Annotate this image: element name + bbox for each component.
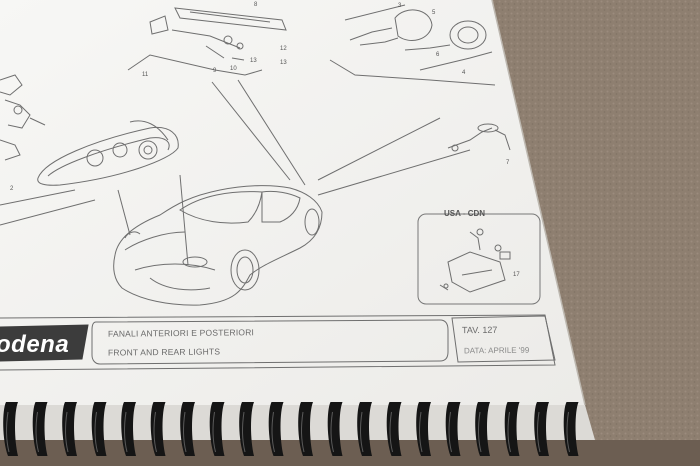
binding-highlight xyxy=(124,411,128,453)
binding-loop xyxy=(121,402,136,456)
binding-highlight xyxy=(478,411,482,453)
binding-loop xyxy=(416,402,431,456)
table-number: TAV. 127 xyxy=(461,324,498,336)
part-number: 9 xyxy=(213,68,217,74)
part-number: 13 xyxy=(280,60,287,66)
binding-loop xyxy=(357,402,372,456)
title-english: FRONT AND REAR LIGHTS xyxy=(107,346,221,358)
binding-loop xyxy=(563,402,579,456)
binding-loop xyxy=(475,402,490,456)
binding-highlight xyxy=(242,411,246,453)
binding-loop xyxy=(62,402,77,456)
part-number: 3 xyxy=(398,3,402,9)
document-date: DATA: APRILE '99 xyxy=(463,345,530,356)
part-number: 12 xyxy=(280,46,287,52)
binding-highlight xyxy=(389,411,393,453)
binding-loop xyxy=(534,402,549,456)
part-number: 13 xyxy=(250,58,257,64)
binding-loop xyxy=(150,402,166,456)
title-italian: FANALI ANTERIORI E POSTERIORI xyxy=(107,327,255,339)
binding-loop xyxy=(298,402,313,456)
logo-badge xyxy=(0,324,89,362)
binding-loop xyxy=(504,402,520,456)
binding-highlight xyxy=(94,411,98,453)
part-number: 6 xyxy=(436,52,440,58)
binding-loop xyxy=(180,402,195,456)
market-box-label: USA - CDN xyxy=(444,209,486,218)
part-number: 17 xyxy=(513,272,520,278)
title-block xyxy=(0,314,556,371)
part-number: 4 xyxy=(462,70,466,76)
binding-highlight xyxy=(271,411,275,453)
binding-loop xyxy=(209,402,225,456)
part-number: 5 xyxy=(432,10,436,16)
binding-highlight xyxy=(183,411,187,453)
binding-highlight xyxy=(330,411,334,453)
binding-loop xyxy=(3,402,19,456)
binding-loop xyxy=(32,402,48,456)
binding-highlight xyxy=(566,411,570,453)
binding-loop xyxy=(268,402,284,456)
binding-loop xyxy=(239,402,254,456)
binding-highlight xyxy=(507,411,511,453)
binding-highlight xyxy=(6,411,10,453)
spiral-binding xyxy=(0,440,700,466)
binding-loop xyxy=(91,402,107,456)
binding-loop xyxy=(327,402,343,456)
binding-highlight xyxy=(537,411,541,453)
binding-highlight xyxy=(65,411,69,453)
binding-loop xyxy=(445,402,461,456)
binding-highlight xyxy=(35,411,39,453)
part-number: 8 xyxy=(254,2,258,8)
binding-highlight xyxy=(153,411,157,453)
binding-highlight xyxy=(360,411,364,453)
binding-highlight xyxy=(212,411,216,453)
logo-text: odena xyxy=(0,331,70,358)
part-number: 11 xyxy=(142,72,149,78)
part-number: 7 xyxy=(506,160,510,166)
line-art xyxy=(0,4,541,306)
part-number: 10 xyxy=(230,66,237,72)
binding-highlight xyxy=(448,411,452,453)
binding-highlight xyxy=(301,411,305,453)
binding-highlight xyxy=(419,411,423,453)
part-number: 2 xyxy=(10,186,14,192)
binding-loop xyxy=(386,402,402,456)
